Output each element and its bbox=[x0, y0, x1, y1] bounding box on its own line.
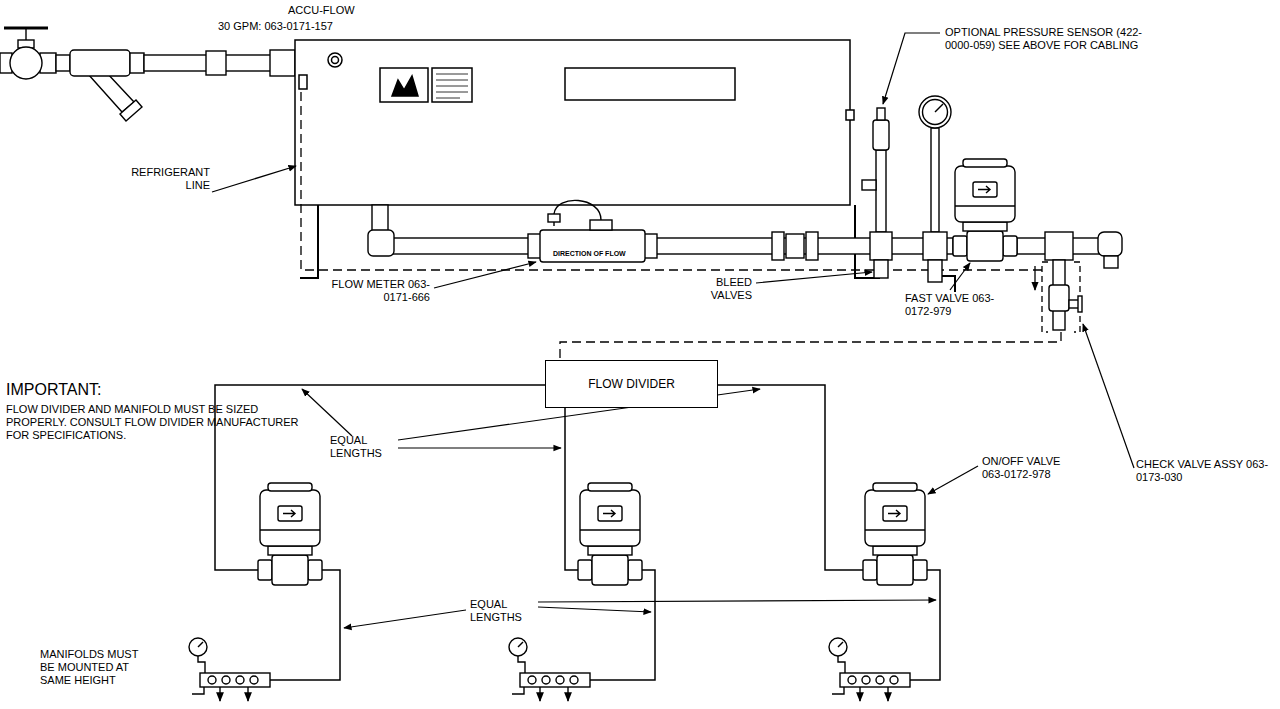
discharge-piping bbox=[874, 260, 888, 278]
product-name: ACCU-FLOW bbox=[288, 4, 355, 17]
branch-lines bbox=[910, 570, 940, 680]
on-off-valve bbox=[863, 483, 927, 585]
branch-lines bbox=[590, 570, 655, 680]
part-callout: CHECK VALVE ASSY 063-0173-030 bbox=[1136, 458, 1274, 484]
leader-lines bbox=[344, 610, 466, 628]
leader-lines bbox=[1083, 324, 1134, 468]
branch-lines bbox=[215, 385, 940, 680]
leader-lines bbox=[756, 272, 872, 283]
leader-lines bbox=[398, 447, 561, 448]
discharge-piping bbox=[919, 96, 951, 128]
on-off-valve bbox=[258, 483, 322, 585]
flow-direction-mark: DIRECTION OF FLOW bbox=[553, 250, 626, 258]
discharge-piping bbox=[942, 276, 955, 292]
discharge-piping bbox=[923, 232, 947, 260]
discharge-piping bbox=[772, 232, 784, 260]
discharge-piping bbox=[368, 96, 1122, 330]
manifold bbox=[189, 638, 270, 701]
accu-flow-housing bbox=[295, 40, 850, 205]
discharge-piping bbox=[862, 180, 876, 190]
discharge-piping bbox=[540, 230, 645, 262]
leader-lines bbox=[538, 607, 651, 612]
inlet-valve-strainer bbox=[10, 47, 42, 79]
discharge-piping bbox=[931, 128, 939, 232]
accu-flow-housing bbox=[332, 57, 339, 64]
accu-flow-housing bbox=[328, 53, 342, 67]
part-callout: ON/OFF VALVE 063-0172-978 bbox=[982, 455, 1082, 481]
accu-flow-housing bbox=[380, 68, 428, 102]
inlet-valve-strainer bbox=[0, 28, 295, 121]
mounting-note: MANIFOLDS MUST BE MOUNTED AT SAME HEIGHT bbox=[40, 648, 145, 687]
leader-lines bbox=[434, 262, 536, 288]
line-callout: REFRIGERANT LINE bbox=[115, 166, 210, 192]
inlet-valve-strainer bbox=[130, 53, 144, 73]
inlet-valve-strainer bbox=[88, 72, 134, 112]
discharge-piping bbox=[1098, 232, 1122, 256]
discharge-piping bbox=[1045, 232, 1073, 260]
discharge-piping bbox=[806, 232, 818, 260]
accu-flow-housing bbox=[295, 40, 880, 278]
box-label: FLOW DIVIDER bbox=[588, 377, 675, 391]
on-off-valve bbox=[578, 483, 642, 585]
leader-lines bbox=[883, 33, 940, 104]
part-callout: BLEED VALVES bbox=[690, 276, 752, 302]
leader-lines bbox=[538, 600, 936, 602]
note-heading: IMPORTANT: bbox=[6, 380, 101, 399]
dimension-note: EQUAL LENGTHS bbox=[470, 598, 534, 624]
discharge-piping bbox=[548, 214, 560, 222]
discharge-piping bbox=[786, 234, 804, 258]
fast-valve bbox=[953, 159, 1017, 261]
discharge-piping bbox=[368, 230, 394, 256]
discharge-piping bbox=[1049, 285, 1069, 311]
discharge-piping bbox=[873, 120, 889, 150]
leader-lines bbox=[928, 466, 978, 494]
flow-arrow bbox=[1034, 266, 1035, 290]
model-number: 30 GPM: 063-0171-157 bbox=[218, 20, 333, 33]
discharge-piping bbox=[928, 260, 942, 282]
discharge-piping bbox=[590, 220, 612, 230]
discharge-piping bbox=[877, 108, 885, 120]
inlet-valve-strainer bbox=[206, 51, 226, 75]
accu-flow-housing bbox=[846, 110, 854, 120]
accu-flow-housing bbox=[300, 205, 318, 278]
accu-flow-housing bbox=[436, 74, 468, 98]
inlet-valve-strainer bbox=[70, 50, 130, 76]
leader-lines bbox=[950, 263, 970, 290]
discharge-piping bbox=[876, 150, 886, 232]
flow-divider-box: FLOW DIVIDER bbox=[545, 360, 718, 408]
refrigerant-line bbox=[301, 92, 1061, 360]
manifold bbox=[509, 638, 590, 701]
accu-flow-housing bbox=[432, 68, 472, 102]
part-callout: FLOW METER 063-0171-666 bbox=[330, 278, 430, 304]
discharge-piping bbox=[554, 200, 601, 226]
inlet-valve-strainer bbox=[120, 100, 142, 121]
discharge-piping bbox=[1104, 256, 1118, 268]
discharge-piping bbox=[388, 238, 953, 254]
inlet-valve-strainer bbox=[56, 55, 70, 71]
branch-lines bbox=[565, 408, 578, 570]
inlet-valve-strainer bbox=[270, 50, 295, 76]
leader-lines bbox=[302, 389, 352, 436]
accu-flow-housing bbox=[392, 76, 418, 96]
leader-lines bbox=[212, 33, 1134, 628]
discharge-piping bbox=[1078, 296, 1082, 312]
branch-lines bbox=[718, 385, 863, 570]
leader-lines bbox=[212, 166, 296, 192]
branch-lines bbox=[270, 570, 340, 680]
manifold bbox=[829, 638, 910, 701]
part-callout: OPTIONAL PRESSURE SENSOR (422-0000-059) … bbox=[945, 26, 1150, 52]
discharge-piping bbox=[935, 104, 943, 112]
part-callout: FAST VALVE 063-0172-979 bbox=[905, 292, 1000, 318]
accu-flow-housing bbox=[565, 68, 735, 100]
note-text: FLOW DIVIDER AND MANIFOLD MUST BE SIZED … bbox=[6, 403, 306, 442]
accu-flow-housing bbox=[299, 75, 307, 89]
dimension-note: EQUAL LENGTHS bbox=[330, 434, 394, 460]
discharge-piping bbox=[923, 100, 948, 125]
discharge-piping bbox=[870, 232, 892, 260]
